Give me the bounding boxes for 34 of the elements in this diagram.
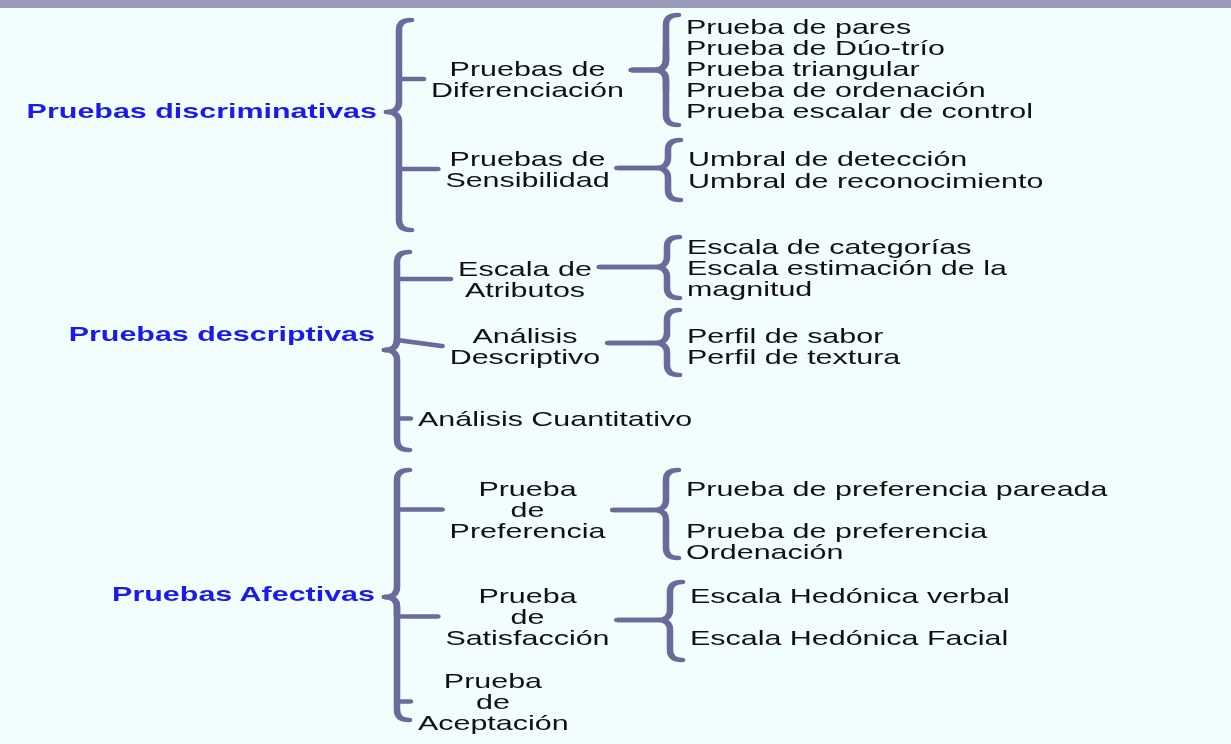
test-label: Escala Hedónica verbal: [670, 585, 1225, 606]
test-label: Escala de Atributos: [397, 258, 655, 300]
test-label: Prueba de Preferencia: [397, 478, 654, 541]
test-label: Perfil de sabor: [667, 325, 1225, 346]
brace-connector: [597, 264, 682, 301]
brace-connector: [629, 67, 681, 128]
test-label: Escala de categorías: [667, 236, 1225, 257]
brace-connector: [384, 109, 441, 233]
category-heading: Pruebas Afectivas: [14, 583, 385, 604]
test-label: Prueba de Dúo-trío: [666, 37, 1225, 58]
test-label: Escala Hedónica Facial: [670, 627, 1225, 648]
category-heading: Pruebas discriminativas: [14, 100, 387, 121]
test-label: Prueba de preferencia pareada: [666, 478, 1225, 499]
test-label: Umbral de detección: [668, 148, 1225, 169]
test-label: Prueba escalar de control: [666, 100, 1225, 121]
test-label: Análisis Descriptivo: [397, 325, 655, 367]
brace-connector: [382, 594, 413, 723]
test-label: Prueba de Aceptación: [397, 670, 568, 733]
brace-connector: [614, 165, 683, 203]
category-heading: Pruebas descriptivas: [14, 323, 385, 344]
test-label: Pruebas de Diferenciación: [399, 58, 654, 100]
test-label: Umbral de reconocimiento: [668, 170, 1225, 191]
test-label: Análisis Cuantitativo: [397, 408, 900, 429]
test-label: Prueba de Satisfacción: [397, 585, 658, 648]
test-label: Prueba de pares: [666, 16, 1225, 37]
test-label: Prueba de preferencia Ordenación: [666, 520, 1040, 562]
test-label: Prueba de ordenación: [666, 79, 1225, 100]
test-label: Perfil de textura: [667, 346, 1225, 367]
test-label: Prueba triangular: [666, 58, 1225, 79]
brace-connector: [382, 347, 413, 453]
brace-connector: [605, 340, 682, 378]
test-label: Escala estimación de la magnitud: [667, 257, 1070, 299]
brace-connector: [614, 617, 685, 663]
test-label: Pruebas de Sensibilidad: [399, 148, 656, 190]
